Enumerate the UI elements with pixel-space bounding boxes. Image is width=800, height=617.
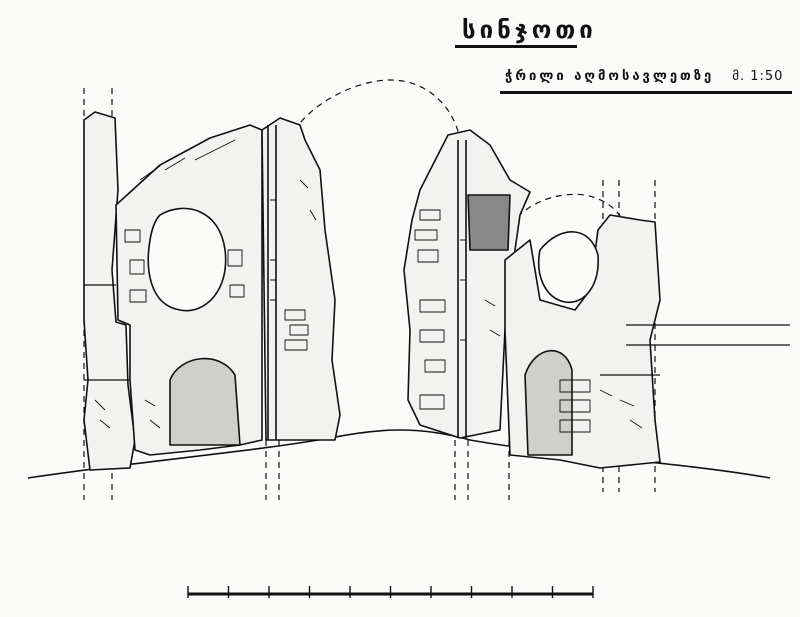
section-label: ჭრილი აღმოსავლეთზე	[505, 69, 715, 84]
caption-underline	[500, 91, 792, 94]
central-left-pier	[261, 117, 341, 441]
scale-bar	[187, 586, 594, 598]
drawing-title: სინჯოთი	[462, 16, 597, 44]
brick-vault-hatch	[467, 194, 511, 251]
right-lower-arch	[524, 349, 573, 456]
title-underline	[455, 45, 577, 48]
left-lower-arch	[169, 357, 241, 446]
left-window-opening	[147, 207, 227, 312]
stone-texture	[94, 139, 643, 433]
scale-label: მ. 1:50	[732, 69, 784, 84]
right-window-opening	[538, 231, 599, 303]
section-caption: ჭრილი აღმოსავლეთზე მ. 1:50	[505, 69, 783, 84]
